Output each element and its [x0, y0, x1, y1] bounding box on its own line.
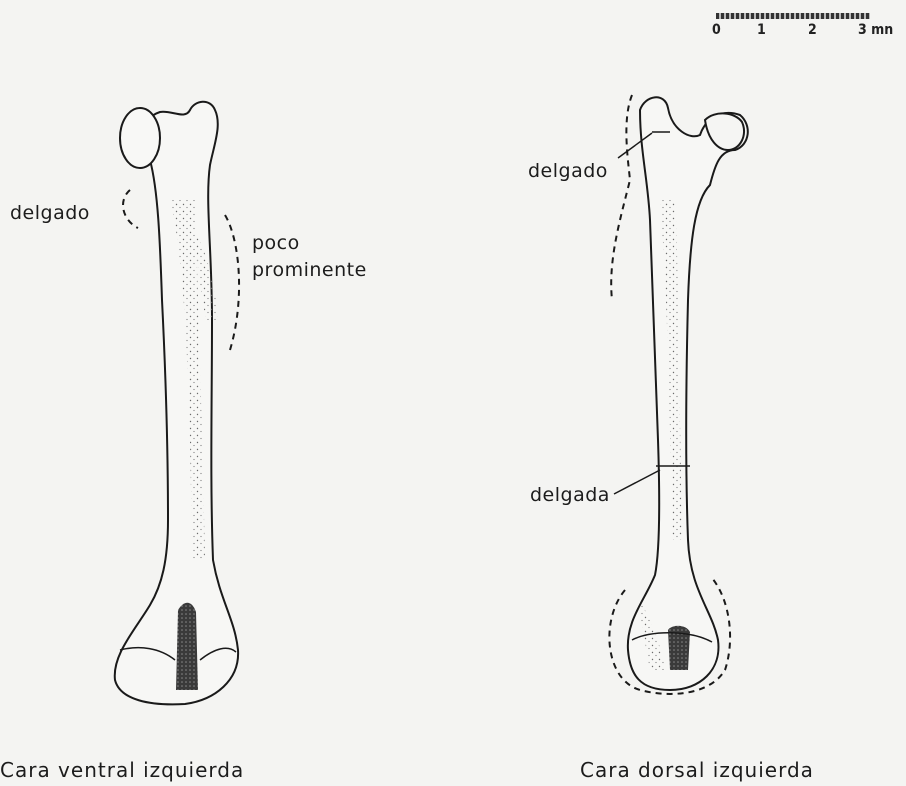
distal-dark-patch	[176, 603, 198, 690]
label-prominent-line2: prominente	[252, 259, 367, 281]
femur-ventral	[115, 102, 238, 705]
femoral-head	[120, 108, 160, 168]
thin-outline-right	[611, 95, 632, 300]
thin-outline-left	[123, 190, 138, 228]
prominent-outline-left	[225, 215, 239, 350]
label-thin-shaft: delgada	[530, 484, 610, 506]
label-thin-left: delgado	[10, 202, 90, 224]
caption-left: Cara ventral izquierda	[0, 758, 244, 782]
pointer-delgada	[614, 470, 660, 494]
label-prominent-line1: poco	[252, 232, 300, 254]
label-thin-right: delgado	[528, 160, 608, 182]
caption-right: Cara dorsal izquierda	[580, 758, 814, 782]
femur-dorsal	[628, 97, 748, 690]
